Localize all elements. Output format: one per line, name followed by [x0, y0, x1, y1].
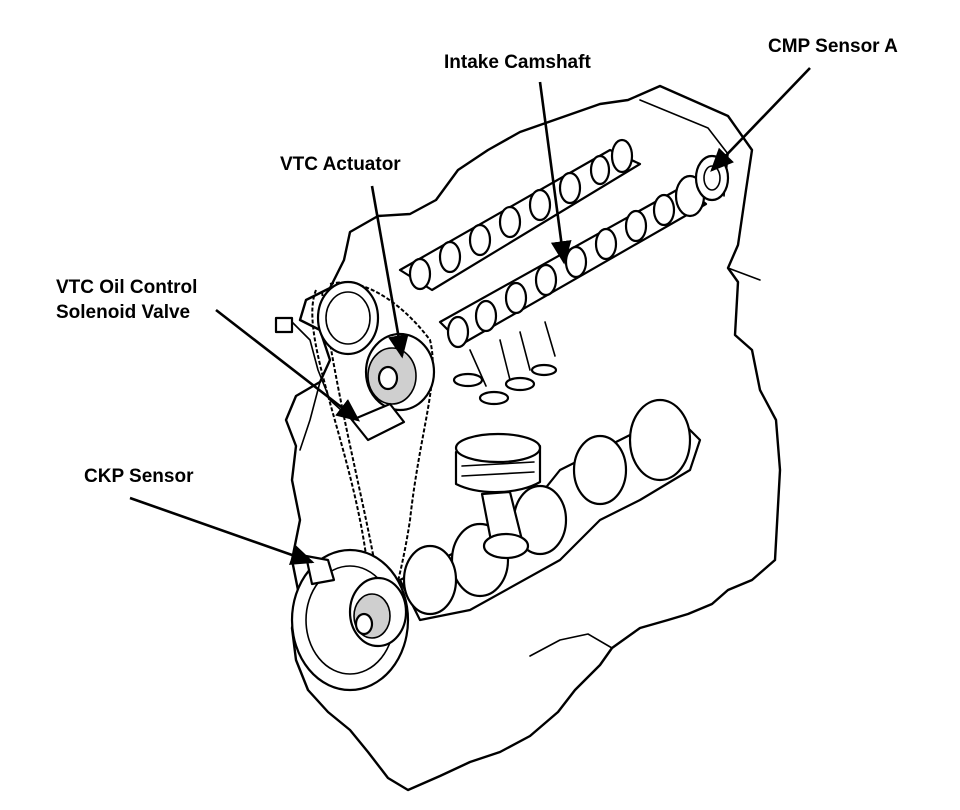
piston: [454, 432, 542, 560]
leader-intake-camshaft: [538, 81, 572, 265]
label-vtc-solenoid-line1: VTC Oil Control: [56, 277, 197, 298]
callout-labels: Intake Camshaft CMP Sensor A VTC Actuato…: [56, 36, 898, 487]
leader-lines: [129, 67, 811, 565]
vtc-actuator-sprocket: [364, 332, 436, 412]
label-intake-camshaft: Intake Camshaft: [444, 52, 591, 73]
label-ckp-sensor: CKP Sensor: [84, 466, 194, 487]
leader-vtc-actuator: [370, 185, 409, 359]
vtc-solenoid-valve: [274, 316, 406, 442]
intake-camshaft: [438, 174, 708, 349]
label-vtc-solenoid-line2: Solenoid Valve: [56, 302, 190, 323]
crankshaft: [398, 398, 702, 622]
crank-sprocket: [348, 576, 408, 648]
label-cmp-sensor-a: CMP Sensor A: [768, 36, 898, 57]
leader-cmp-sensor-a: [710, 67, 811, 172]
leader-vtc-solenoid: [215, 308, 361, 422]
leader-ckp-sensor: [129, 496, 315, 565]
exhaust-camshaft: [398, 138, 642, 292]
label-vtc-actuator: VTC Actuator: [280, 154, 401, 175]
valves: [452, 321, 558, 406]
exhaust-cam-sprocket: [316, 280, 380, 356]
cmp-sensor-body: [694, 154, 730, 202]
